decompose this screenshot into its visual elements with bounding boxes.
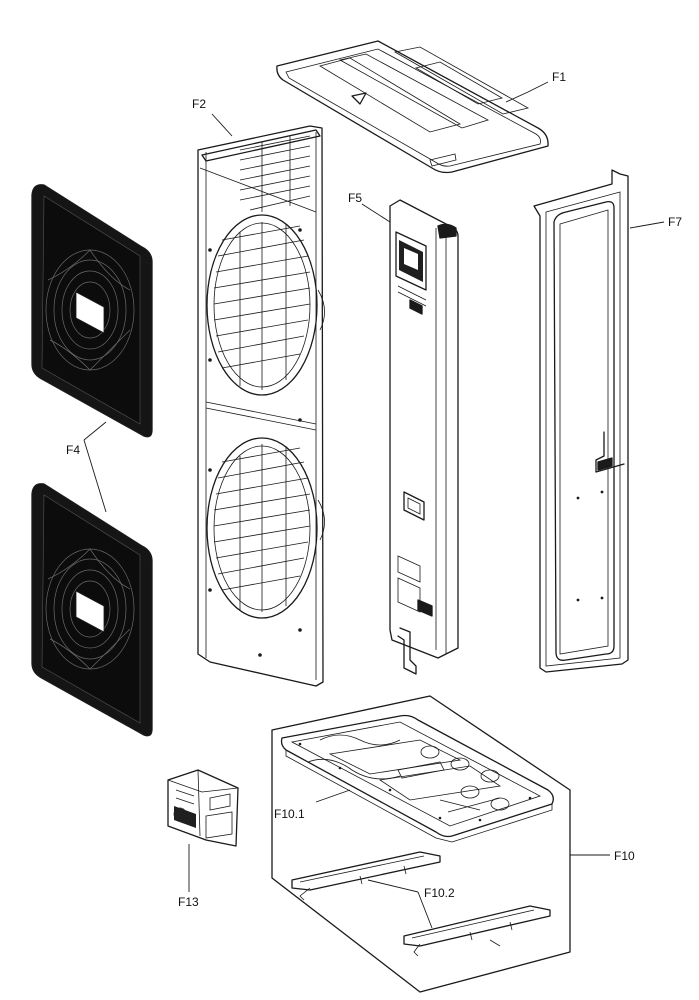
label-f10-1: F10.1 — [274, 807, 305, 821]
part-f10-2-support-rail-lower — [403, 905, 551, 957]
label-f4: F4 — [66, 443, 80, 457]
label-f7: F7 — [668, 215, 682, 229]
part-f4-lower-fan-guard — [31, 483, 153, 737]
label-f10: F10 — [614, 849, 635, 863]
part-f10-base-assembly — [271, 695, 571, 993]
part-f10-2-support-rail-upper — [291, 851, 441, 901]
label-f13: F13 — [178, 895, 199, 909]
part-f2-fan-frame — [197, 125, 325, 687]
leader-lines — [83, 81, 665, 929]
label-f1: F1 — [552, 70, 566, 84]
part-f5-front-panel — [389, 199, 459, 675]
part-f13-bracket — [167, 769, 239, 847]
label-f10-2: F10.2 — [424, 886, 455, 900]
part-f10-1-base-pan — [280, 714, 554, 843]
part-f1-top-cover — [276, 40, 549, 174]
part-f7-side-panel — [533, 169, 629, 673]
label-f2: F2 — [192, 97, 206, 111]
part-f4-upper-fan-guard — [31, 184, 153, 438]
label-f5: F5 — [348, 191, 362, 205]
